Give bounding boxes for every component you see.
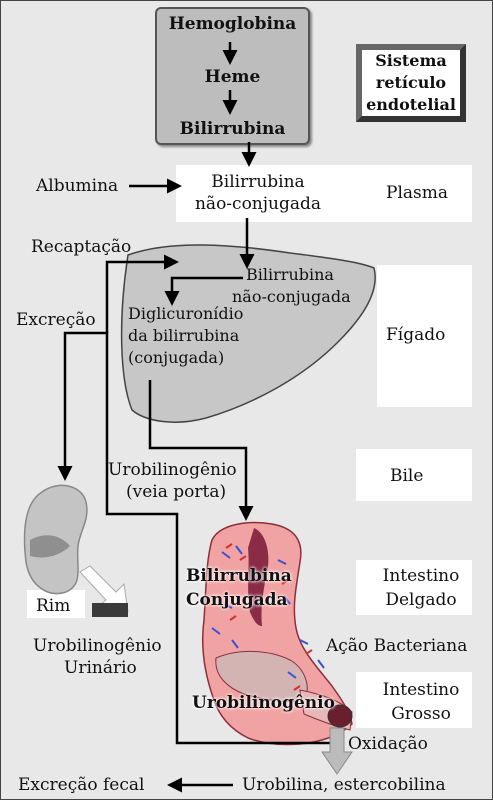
urobilinogenio-urinario-label: Urobilinogênio (33, 636, 162, 656)
albumina-label: Albumina (36, 176, 119, 196)
intestino-delgado-line1: Intestino (382, 566, 460, 586)
hemoglobina-label: Hemoglobina (168, 14, 297, 34)
sre-line3: endotelial (366, 95, 456, 114)
liver-nao-conjugada-label: não-conjugada (232, 287, 351, 306)
kidney-hilum (30, 535, 70, 558)
diglicuronidio-label: Diglicuronídio (128, 304, 244, 323)
urobilina-estercobilina-label: Urobilina, estercobilina (242, 775, 446, 795)
acao-bacteriana-label: Ação Bacteriana (326, 636, 468, 656)
urinario-label: Urinário (64, 658, 137, 678)
urobilinogenio-intestine-label: Urobilinogênio (192, 693, 335, 713)
plasma-nao-conjugada-label: não-conjugada (194, 194, 322, 214)
small-intestine-row-box (356, 560, 472, 615)
intestino-grosso-line1: Intestino (382, 680, 460, 700)
liver-row-box (377, 265, 472, 407)
bile-row-box (356, 449, 472, 501)
rim-label: Rim (36, 596, 71, 616)
excrecao-fecal-label: Excreção fecal (18, 775, 145, 795)
intestino-grosso-line2: Grosso (391, 704, 451, 724)
excrecao-label: Excreção (16, 310, 96, 330)
plasma-row-box (176, 165, 472, 222)
liver-bilirrubina-label: Bilirrubina (246, 265, 334, 284)
ureter-bar (92, 603, 128, 617)
veia-porta-label: (veia porta) (126, 482, 227, 502)
reticuloendothelial-system-box (356, 44, 466, 122)
urobilinogenio-veia-label: Urobilinogênio (108, 460, 237, 480)
plasma-bilirrubina-label: Bilirrubina (211, 172, 305, 192)
kidney-label-box (27, 590, 85, 618)
heme-label: Heme (204, 67, 261, 87)
bilirrubina-conjugada-line2: Conjugada (186, 590, 288, 610)
oxidacao-label: Oxidação (348, 734, 428, 754)
bilirrubina-conjugada-line1: Bilirrubina (186, 566, 292, 586)
sre-line2: retículo (375, 73, 447, 92)
urine-arrow (79, 565, 129, 613)
recaptacao-label: Recaptação (31, 237, 132, 257)
oxidation-arrow (321, 727, 353, 775)
large-intestine-row-box (356, 672, 472, 728)
figado-label: Fígado (386, 325, 446, 345)
bile-label: Bile (390, 466, 424, 486)
intestine-shape (201, 521, 353, 746)
conjugada-label: (conjugada) (128, 348, 225, 367)
liver-shape (120, 244, 376, 423)
heme-pathway-box (155, 7, 310, 145)
intestino-delgado-line2: Delgado (385, 590, 457, 610)
da-bilirrubina-label: da bilirrubina (128, 326, 240, 345)
sre-line1: Sistema (375, 51, 447, 70)
bilirrubina-top-label: Bilirrubina (179, 119, 286, 139)
plasma-label: Plasma (386, 183, 448, 203)
